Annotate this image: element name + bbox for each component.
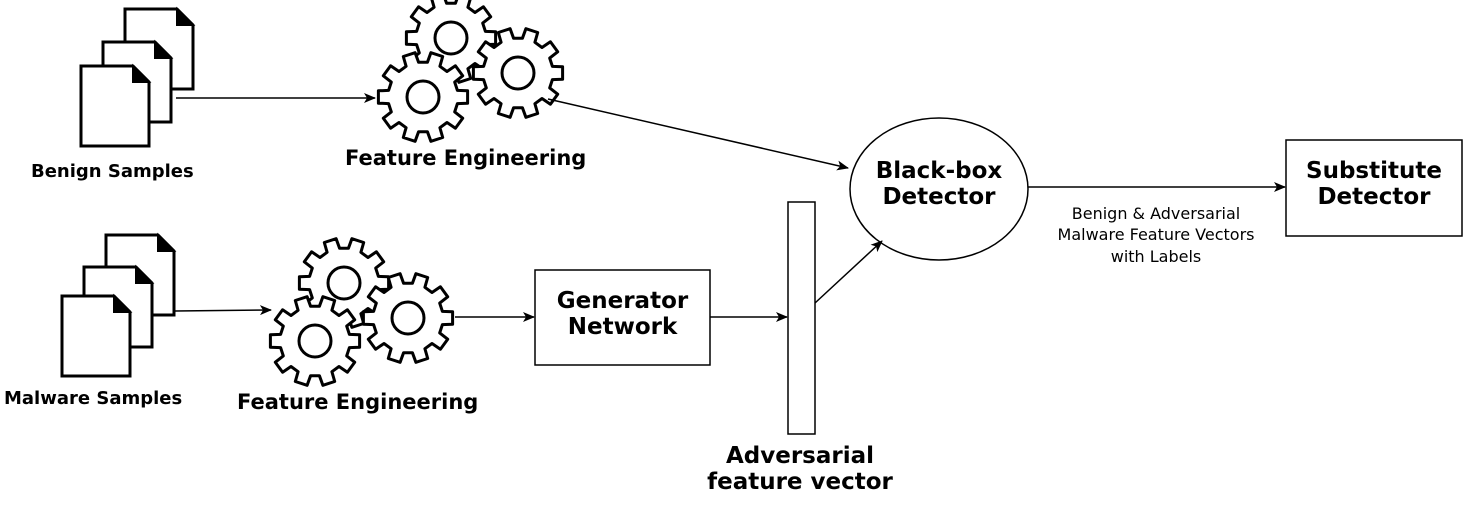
output-edge-line-1: Benign & Adversarial: [1071, 204, 1241, 223]
feature-engineering-bottom-gear-icon: [268, 237, 455, 387]
generator-network-box: [534, 269, 711, 366]
adversarial-feature-vector-line-1: Adversarial: [725, 443, 875, 469]
black-box-detector-label: Black-box Detector: [850, 158, 1028, 211]
output-edge-label: Benign & Adversarial Malware Feature Vec…: [1025, 203, 1287, 267]
generator-network-line-1: Generator: [556, 288, 689, 314]
adversarial-feature-vector-label: Adversarial feature vector: [690, 443, 910, 496]
benign-document-stack-icon: [79, 7, 195, 148]
arrow-malware-to-features: [174, 305, 272, 316]
gear-icon: [361, 272, 455, 364]
gear-icon: [376, 51, 470, 143]
malware-document-stack-icon: [60, 233, 176, 378]
gear-icon: [471, 27, 565, 119]
substitute-detector-line-2: Detector: [1317, 184, 1431, 211]
black-box-detector-ellipse: [849, 117, 1029, 261]
black-box-detector-line-1: Black-box: [875, 158, 1003, 184]
adversarial-feature-vector-line-2: feature vector: [707, 469, 893, 496]
output-edge-line-2: Malware Feature Vectors: [1057, 225, 1255, 245]
feature-engineering-top-gear-icon: [376, 0, 565, 143]
benign-samples-label: Benign Samples: [31, 161, 194, 182]
generator-network-line-2: Network: [567, 314, 678, 341]
arrow-features-to-blackbox: [547, 98, 849, 171]
malware-samples-label: Malware Samples: [4, 388, 183, 409]
substitute-detector-label: Substitute Detector: [1286, 158, 1462, 211]
output-edge-line-3: with Labels: [1110, 246, 1202, 266]
feature-engineering-top-label: Feature Engineering: [345, 146, 587, 170]
feature-engineering-bottom-label: Feature Engineering: [237, 390, 479, 414]
substitute-detector-line-1: Substitute: [1306, 158, 1442, 184]
generator-network-label: Generator Network: [535, 288, 710, 341]
substitute-detector-box: [1285, 139, 1463, 237]
black-box-detector-line-2: Detector: [882, 184, 996, 211]
adversarial-feature-vector-bar: [787, 201, 816, 435]
gear-icon: [268, 295, 362, 387]
arrow-vector-to-blackbox: [814, 240, 883, 304]
